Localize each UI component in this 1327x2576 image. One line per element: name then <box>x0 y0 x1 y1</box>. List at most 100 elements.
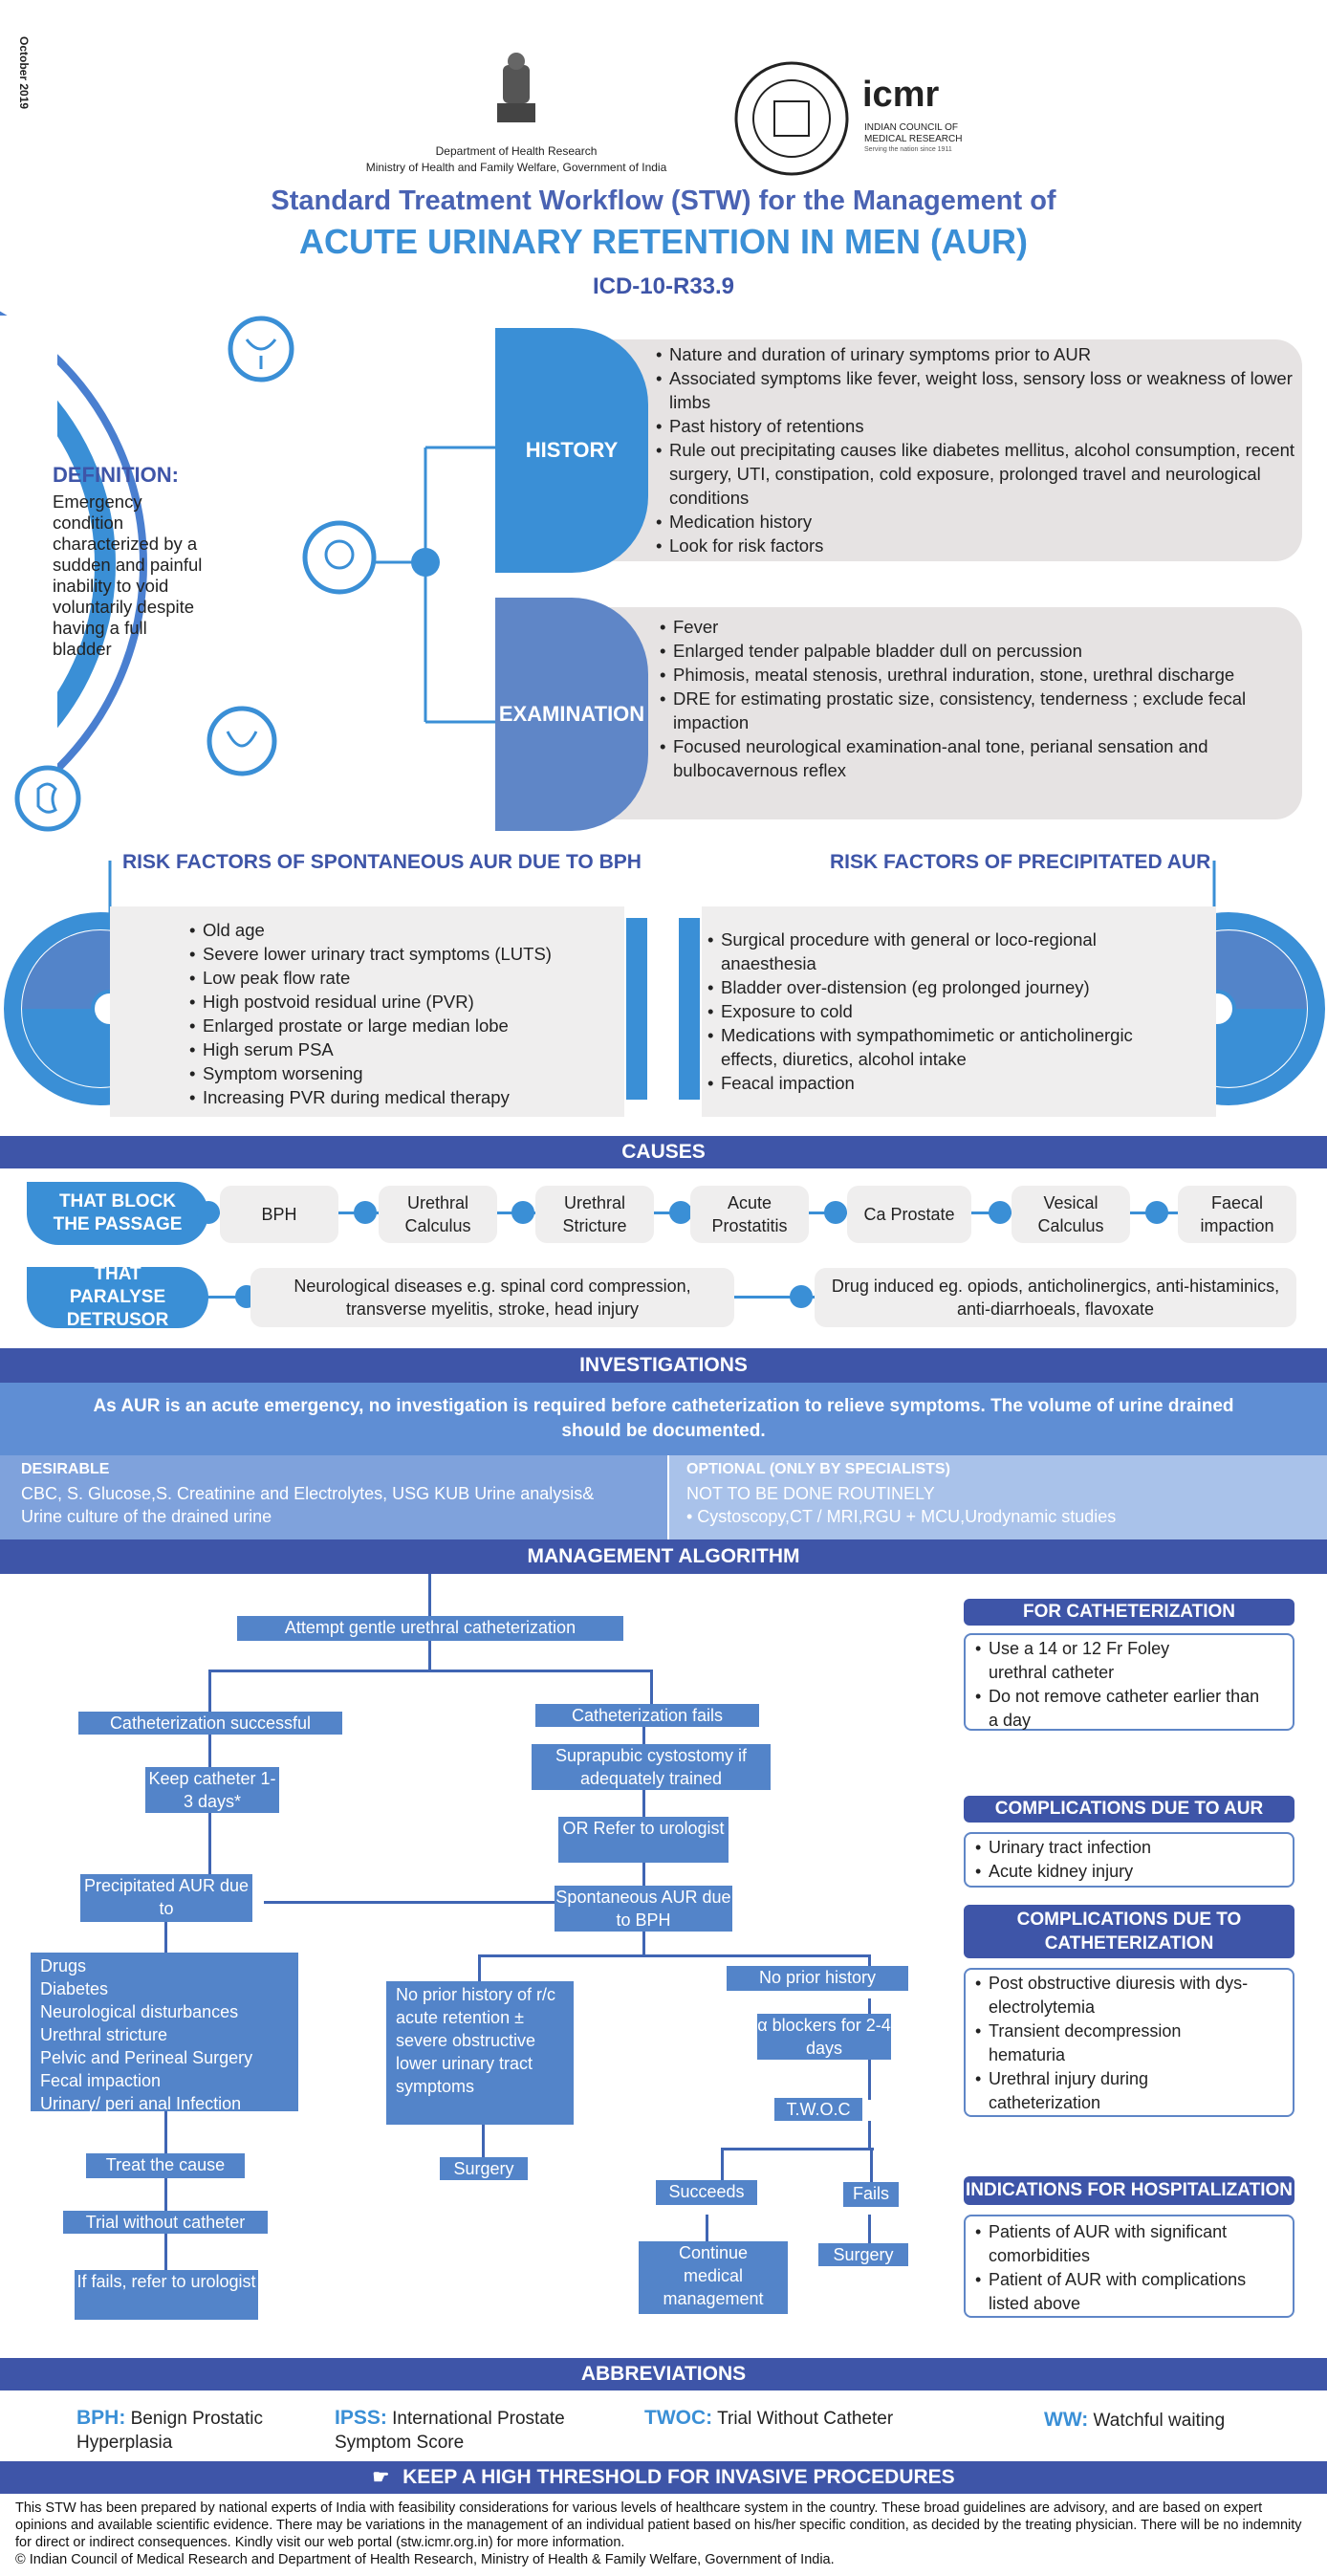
connector <box>642 1725 645 1744</box>
connector <box>868 2058 871 2100</box>
block-dot <box>824 1201 847 1224</box>
algo-fails: Catheterization fails <box>535 1704 759 1727</box>
connector <box>868 2121 871 2150</box>
algo-causes-list: Drugs Diabetes Neurological disturbances… <box>31 1953 298 2113</box>
pointing-hand-icon: ☛ <box>372 2467 390 2488</box>
algo-spontaneous: Spontaneous AUR due to BPH <box>555 1886 732 1932</box>
definition-text: Emergency condition characterized by a s… <box>53 491 203 659</box>
investigations-band: INVESTIGATIONS <box>0 1348 1327 1383</box>
risk-bph-list: Old age Severe lower urinary tract sympt… <box>189 918 620 1109</box>
connector <box>642 1788 645 1817</box>
investigations-note: As AUR is an acute emergency, no investi… <box>0 1383 1327 1455</box>
connector <box>264 1901 556 1904</box>
causes-title: CAUSES <box>621 1141 706 1163</box>
connector <box>650 1670 653 1704</box>
algo-suprapubic: Suprapubic cystostomy if adequately trai… <box>532 1744 771 1790</box>
icmr-logo: icmr <box>862 75 940 115</box>
algo-trial: Trial without catheter <box>63 2211 268 2234</box>
block-passage-label: THAT BLOCK THE PASSAGE <box>27 1182 208 1245</box>
examination-item: Phimosis, meatal stenosis, urethral indu… <box>660 663 1294 687</box>
history-item: Medication history <box>656 510 1296 534</box>
threshold-text: KEEP A HIGH THRESHOLD FOR INVASIVE PROCE… <box>402 2466 955 2488</box>
algo-cause: Pelvic and Perineal Surgery <box>40 2048 253 2067</box>
algo-cause: Drugs <box>40 1956 87 1976</box>
connector <box>208 1733 211 1767</box>
hosp-item: Patient of AUR with complications listed… <box>975 2268 1283 2316</box>
connector <box>478 1954 870 1957</box>
title-line2: ACUTE URINARY RETENTION IN MEN (AUR) <box>299 222 1028 261</box>
comp-cath-box: Post obstructive diuresis with dys-elect… <box>964 1968 1294 2117</box>
algo-attempt: Attempt gentle urethral catheterization <box>237 1616 623 1641</box>
optional-label: OPTIONAL (ONLY BY SPECIALISTS) <box>686 1461 950 1477</box>
history-item: Associated symptoms like fever, weight l… <box>656 366 1296 414</box>
uterus-icon <box>228 316 294 382</box>
bladder-icon <box>207 706 277 776</box>
algo-succeeds: Succeeds <box>656 2180 757 2205</box>
icmr-seal-icon <box>734 61 849 176</box>
block-dot <box>1145 1201 1168 1224</box>
risk-bph-item: Symptom worsening <box>189 1061 620 1085</box>
connector <box>706 2215 708 2260</box>
algo-alpha-blockers: α blockers for 2-4 days <box>757 2014 891 2060</box>
footer-copyright: © Indian Council of Medical Research and… <box>15 2552 835 2567</box>
title-line3: ICD-10-R33.9 <box>592 273 735 299</box>
definition-arcs <box>0 311 147 818</box>
connector <box>870 2148 873 2186</box>
algorithm-title: MANAGEMENT ALGORITHM <box>527 1545 800 1567</box>
risk-precip-list: Surgical procedure with general or loco-… <box>707 928 1157 1095</box>
cause-ca-prostate: Ca Prostate <box>847 1186 971 1243</box>
dept-line2: Ministry of Health and Family Welfare, G… <box>365 161 667 174</box>
abbreviations-title: ABBREVIATIONS <box>580 2363 747 2385</box>
causes-band: CAUSES <box>0 1136 1327 1168</box>
risk-precip-item: Medications with sympathomimetic or anti… <box>707 1023 1157 1071</box>
examination-item: DRE for estimating prostatic size, consi… <box>660 687 1294 734</box>
abbreviations-band: ABBREVIATIONS <box>0 2358 1327 2390</box>
emblem-icon <box>497 53 535 122</box>
cath-box: Use a 14 or 12 Fr Foley urethral cathete… <box>964 1633 1294 1731</box>
cause-bph: BPH <box>220 1186 338 1243</box>
algo-surgery-left: Surgery <box>440 2157 528 2180</box>
block-dot <box>354 1201 377 1224</box>
algo-continue: Continue medical management <box>639 2241 788 2314</box>
history-list: Nature and duration of urinary symptoms … <box>656 342 1296 557</box>
connector <box>868 2215 871 2243</box>
connector <box>428 1574 431 1616</box>
abbr-twoc: TWOC: Trial Without Catheter <box>644 2407 894 2429</box>
history-tab: HISTORY <box>495 328 648 573</box>
history-item: Past history of retentions <box>656 414 1296 438</box>
examination-item: Focused neurological examination-anal to… <box>660 734 1294 782</box>
examination-item: Enlarged tender palpable bladder dull on… <box>660 639 1294 663</box>
title-line1: Standard Treatment Workflow (STW) for th… <box>271 186 1056 216</box>
examination-item: Fever <box>660 615 1294 639</box>
history-item: Look for risk factors <box>656 534 1296 557</box>
algo-cause: Diabetes <box>40 1979 109 1998</box>
risk-bph-item: High serum PSA <box>189 1037 620 1061</box>
cause-acute-prostatitis: Acute Prostatitis <box>690 1186 809 1243</box>
footer-disclaimer: This STW has been prepared by national e… <box>15 2500 1302 2550</box>
algo-fails-short: Fails <box>843 2182 899 2207</box>
hosp-item: Patients of AUR with significant comorbi… <box>975 2220 1283 2268</box>
investigations-title: INVESTIGATIONS <box>579 1354 748 1376</box>
connector <box>164 2234 167 2270</box>
comp-cath-item: Urethral injury during catheterization <box>975 2067 1283 2115</box>
examination-label: EXAMINATION <box>498 702 645 726</box>
desirable-label: DESIRABLE <box>21 1461 110 1477</box>
cause-urethral-stricture: Urethral Stricture <box>535 1186 654 1243</box>
comp-aur-item: Acute kidney injury <box>975 1860 1283 1884</box>
algo-prior-history: No prior history of r/c acute retention … <box>386 1981 574 2125</box>
cause-faecal-impaction: Faecal impaction <box>1178 1186 1296 1243</box>
risk-precip-item: Surgical procedure with general or loco-… <box>707 928 1157 975</box>
comp-cath-title: COMPLICATIONS DUE TO CATHETERIZATION <box>964 1905 1294 1958</box>
risk-bph-item: Low peak flow rate <box>189 966 620 990</box>
optional-line1: NOT TO BE DONE ROUTINELY <box>686 1484 935 1503</box>
risk-bph-item: Enlarged prostate or large median lobe <box>189 1014 620 1037</box>
cath-item: Do not remove catheter earlier than a da… <box>975 1685 1283 1733</box>
algo-cause: Neurological disturbances <box>40 2002 239 2021</box>
hosp-title: INDICATIONS FOR HOSPITALIZATION <box>964 2176 1294 2205</box>
history-item: Rule out precipitating causes like diabe… <box>656 438 1296 510</box>
risk-bph-item: High postvoid residual urine (PVR) <box>189 990 620 1014</box>
icmr-tagline: Serving the nation since 1911 <box>864 146 952 153</box>
connector <box>642 1861 645 1888</box>
comp-cath-item: Post obstructive diuresis with dys-elect… <box>975 1972 1283 2019</box>
kidney-icon <box>14 765 81 832</box>
